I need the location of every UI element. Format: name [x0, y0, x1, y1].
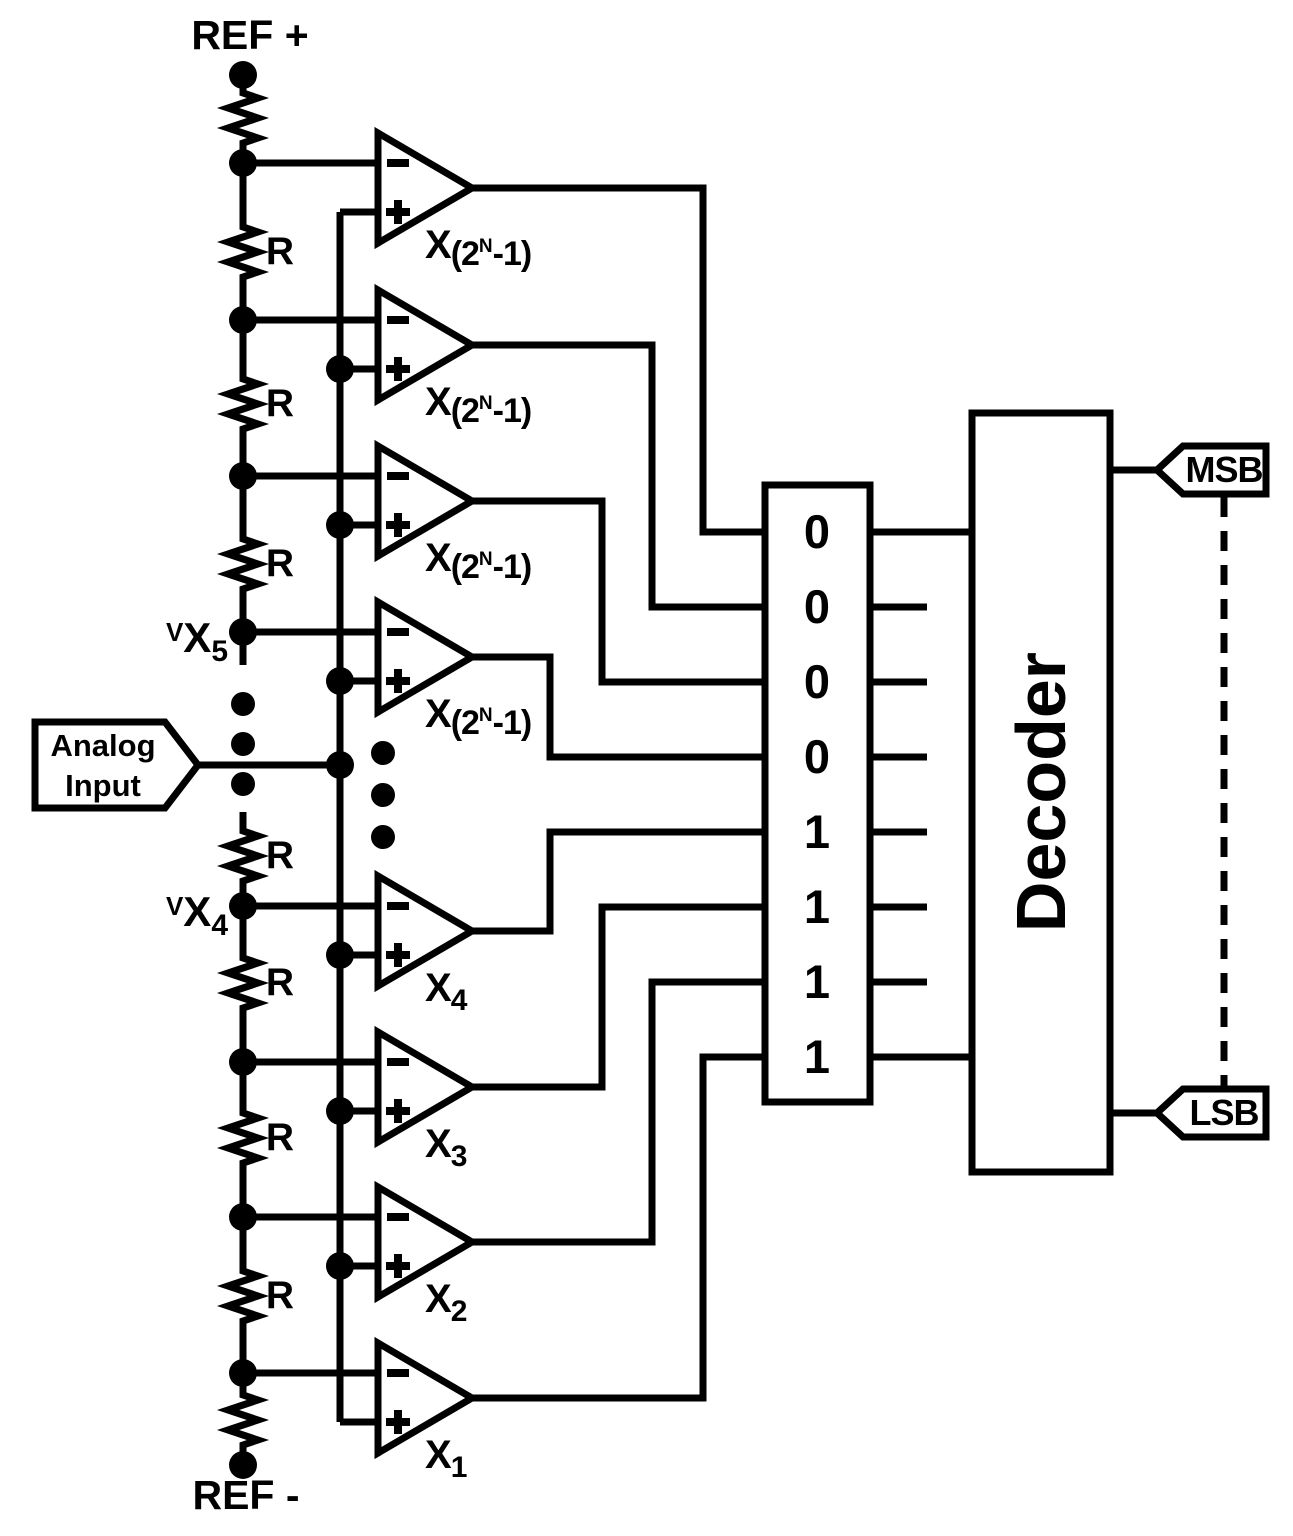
decoder-label: Decoder — [1002, 651, 1080, 933]
comparator-label: X3 — [425, 1122, 467, 1173]
vx4-sub: 4 — [211, 909, 228, 942]
resistor-label: R — [265, 1274, 295, 1317]
register-bit: 1 — [803, 880, 831, 933]
decoder-box — [968, 409, 1114, 1176]
analog-input-bus — [336, 208, 378, 1426]
resistor-icon — [228, 1266, 258, 1328]
comparator-x4-output-wire — [472, 828, 765, 935]
register-bit: 0 — [803, 580, 831, 633]
junction-dot — [229, 892, 257, 920]
register-bit: 0 — [803, 505, 831, 558]
ellipsis-dot — [371, 783, 395, 807]
junction-dots — [229, 61, 354, 1479]
comparator-x2-output-wire — [472, 978, 765, 1246]
lsb-tag-shape — [1151, 1085, 1270, 1141]
node-label-vx5: VX5 — [120, 606, 228, 678]
junction-dot — [326, 511, 354, 539]
comparator-1-output-wire — [472, 184, 765, 536]
junction-dot — [326, 667, 354, 695]
resistor-icon — [228, 1108, 258, 1170]
comparator-4-output-wire — [472, 653, 765, 761]
junction-dot — [326, 355, 354, 383]
analog-input-line2: Input — [65, 768, 141, 803]
comparator-label: X4 — [425, 966, 467, 1017]
resistor-label: R — [265, 542, 295, 585]
comparator-x3-output-wire — [472, 903, 765, 1091]
resistor-label: R — [265, 961, 295, 1004]
register-box — [761, 481, 874, 1106]
vx5-prefix: V — [165, 617, 184, 647]
vx5-sub: 5 — [211, 635, 228, 668]
junction-dot — [229, 1203, 257, 1231]
ellipsis-dot — [231, 692, 255, 716]
ellipsis-dot — [371, 825, 395, 849]
junction-dot — [326, 751, 354, 779]
junction-dot — [229, 149, 257, 177]
resistor-icon — [228, 222, 258, 284]
ref-plus-label: REF + — [191, 12, 309, 58]
ellipsis-dot — [231, 732, 255, 756]
register-bit: 0 — [803, 730, 831, 783]
register-bit: 1 — [803, 955, 831, 1008]
register-row-stub-wires — [870, 603, 927, 986]
comparator-label: X(2N-1) — [425, 380, 532, 430]
resistor-icon — [228, 953, 258, 1015]
comparator-3-output-wire — [472, 497, 765, 686]
analog-input-tag-shape — [31, 718, 203, 812]
junction-dot — [229, 306, 257, 334]
vx5-base: X — [183, 614, 212, 661]
junction-dot — [326, 1252, 354, 1280]
comparator-label: X(2N-1) — [425, 692, 532, 742]
register-bit: 0 — [803, 655, 831, 708]
ref-minus-label: REF - — [192, 1472, 300, 1518]
resistor-icon — [228, 826, 258, 888]
wires — [198, 75, 1228, 1465]
junction-dot — [326, 1097, 354, 1125]
vx4-base: X — [183, 888, 212, 935]
vx4-prefix: V — [165, 891, 184, 921]
node-label-vx4: VX4 — [120, 880, 228, 952]
ellipsis-dot — [371, 741, 395, 765]
resistor-label: R — [265, 834, 295, 877]
register-bit: 1 — [803, 1030, 831, 1083]
junction-dot — [229, 618, 257, 646]
junction-dot — [326, 941, 354, 969]
ladder-tap-wires — [243, 159, 378, 1377]
msb-tag-shape — [1151, 442, 1270, 498]
terminal-dot — [229, 61, 257, 89]
register-bit: 1 — [803, 805, 831, 858]
comparator-2-output-wire — [472, 341, 765, 611]
junction-dot — [229, 1048, 257, 1076]
comparator-label: X(2N-1) — [425, 536, 532, 586]
ellipsis-dots — [231, 692, 395, 849]
resistor-icon — [228, 534, 258, 596]
resistor-icon — [228, 1390, 258, 1452]
analog-input-line1: Analog — [50, 728, 156, 763]
lsb-label: LSB — [1189, 1092, 1260, 1133]
terminal-dot — [229, 1451, 257, 1479]
resistor-icon — [228, 374, 258, 436]
analog-input-label: Analog Input — [40, 726, 166, 806]
comparator-label: X2 — [425, 1277, 467, 1328]
resistor-label: R — [265, 1116, 295, 1159]
junction-dot — [229, 1359, 257, 1387]
ellipsis-dot — [231, 772, 255, 796]
comparator-label: X(2N-1) — [425, 223, 532, 273]
resistor-label: R — [265, 382, 295, 425]
resistor-icon — [228, 88, 258, 150]
comparator-label: X1 — [425, 1433, 467, 1484]
junction-dot — [229, 462, 257, 490]
comparator-x1-output-wire — [472, 1053, 765, 1402]
msb-label: MSB — [1185, 449, 1264, 490]
resistor-label: R — [265, 230, 295, 273]
